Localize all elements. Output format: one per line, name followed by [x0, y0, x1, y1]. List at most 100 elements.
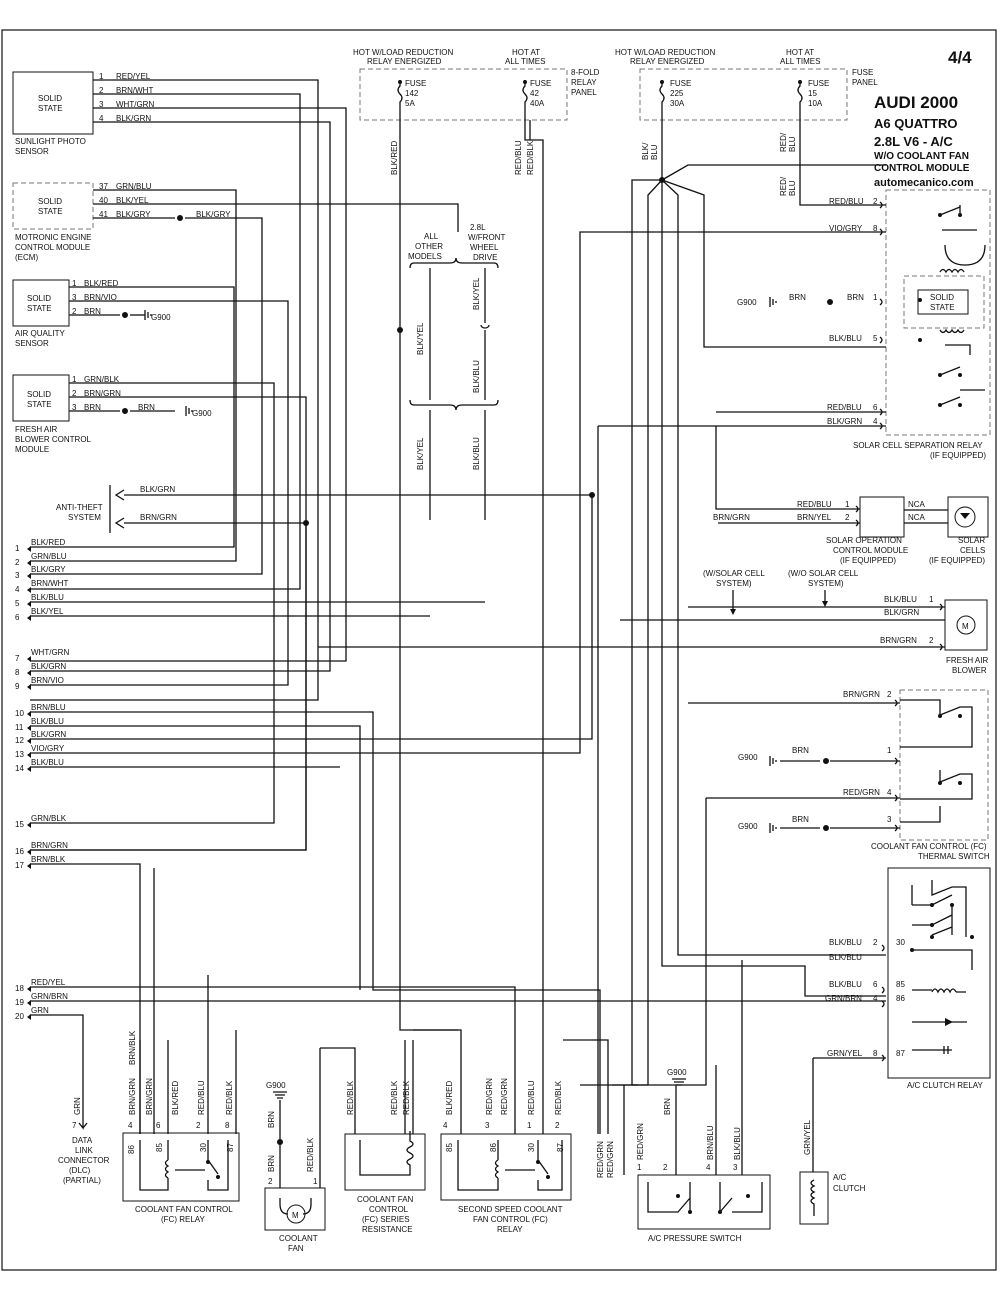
solar-cell-icon [954, 506, 976, 528]
ac-pressure-switch-name: A/C PRESSURE SWITCH [648, 1234, 742, 1243]
connector-mark [894, 757, 898, 765]
fuse-panel: HOT W/LOAD REDUCTION RELAY ENERGIZED HOT… [615, 48, 878, 121]
terminal-number: 85 [896, 980, 905, 989]
fresh-air-module-box [12, 374, 70, 422]
fuse-225-label: FUSE [670, 79, 691, 88]
pin-number: 2 [845, 513, 850, 522]
fuse-out-c2-label: BLU [788, 180, 797, 196]
connector-mark [881, 944, 885, 952]
title-model: A6 QUATTRO [874, 116, 958, 131]
pin-number: 6 [873, 980, 878, 989]
ecm-inner-1: SOLID [38, 197, 62, 206]
wire-label: BRN [789, 293, 806, 302]
fresh-air-blower-control-module: SOLID STATE FRESH AIR BLOWER CONTROL MOD… [12, 374, 212, 454]
wire-label: BRN [663, 1098, 672, 1115]
wire-label: GRN/BLU [116, 182, 152, 191]
anti-theft-name-1: ANTI-THEFT [56, 503, 103, 512]
wire [30, 396, 307, 851]
pin-number: 1 [99, 72, 104, 81]
wire-label: GRN/YEL [827, 1049, 863, 1058]
terminal-number: 85 [155, 1143, 164, 1152]
connector-mark [881, 986, 885, 994]
pin-number: 8 [873, 1049, 878, 1058]
wire-label: BLK/RED [171, 1081, 180, 1115]
aq-name-2: SENSOR [15, 339, 49, 348]
ground-label: G900 [266, 1081, 286, 1090]
wire-label: GRN/BLK [84, 375, 120, 384]
anti-theft-arrow-icon [114, 489, 125, 501]
ecm-name-2: CONTROL MODULE [15, 243, 90, 252]
wire [30, 382, 275, 824]
connector-mark [881, 1000, 885, 1008]
panel-output-labels: BLK/RED RED/BLU RED/BLK BLK/ BLU RED/ BL… [390, 132, 797, 196]
wire-label: RED/YEL [116, 72, 151, 81]
splice-dot [823, 825, 829, 831]
relay-out-b2-label: RED/BLK [526, 140, 535, 175]
wire [30, 79, 319, 701]
splice-dot [823, 758, 829, 764]
fuse-panel-name-1: FUSE [852, 68, 873, 77]
ecm-name-1: MOTRONIC ENGINE [15, 233, 91, 242]
solar-module-name-3: (IF EQUIPPED) [840, 556, 896, 565]
wire-label: BRN [84, 403, 101, 412]
anti-theft-arrow-icon [114, 517, 125, 529]
splice-dot [303, 520, 309, 526]
relay-out-a-label: BLK/RED [390, 141, 399, 175]
ground-icon [769, 297, 777, 307]
fuse-42-rating: 40A [530, 99, 545, 108]
connector-pin-number: 6 [15, 613, 20, 622]
wire-harness [30, 79, 945, 1188]
ground-icon [273, 1091, 287, 1099]
fuse-42-symbol [522, 80, 528, 120]
pin-number: 4 [443, 1121, 448, 1130]
fam-name-1: FRESH AIR [15, 425, 57, 434]
connector-wire-label: GRN/BRN [31, 992, 68, 1001]
split-left-2: OTHER [415, 242, 443, 251]
relay-panel-outline [359, 68, 568, 121]
wire-label: BRN [267, 1111, 276, 1128]
wire [30, 523, 307, 851]
connector-wire-label: WHT/GRN [31, 648, 69, 657]
splice-dot [122, 408, 128, 414]
connector-mark [894, 699, 898, 707]
fuse-out-a1-label: BLK/ [641, 142, 650, 160]
terminal-number: 85 [445, 1143, 454, 1152]
pin-number: 1 [845, 500, 850, 509]
series-resistance-name-2: CONTROL [369, 1205, 409, 1214]
pin-number: 3 [887, 815, 892, 824]
wire [30, 711, 601, 1134]
wire [563, 1039, 609, 1134]
terminal-number: 86 [489, 1143, 498, 1152]
pin-number: 4 [706, 1163, 711, 1172]
wire [661, 179, 886, 956]
connector-pin-number: 2 [15, 558, 20, 567]
second-speed-relay-name-3: RELAY [497, 1225, 523, 1234]
sunlight-sensor-inner-1: SOLID [38, 94, 62, 103]
relay-panel-label-left-1: HOT W/LOAD REDUCTION [353, 48, 454, 57]
terminal-number: 30 [199, 1143, 208, 1152]
aq-name-1: AIR QUALITY [15, 329, 65, 338]
wire-label: BRN/BLU [706, 1125, 715, 1160]
wire-label: RED/GRN [596, 1141, 605, 1178]
relay-panel: HOT W/LOAD REDUCTION RELAY ENERGIZED HOT… [353, 48, 600, 121]
dlc-name-3: CONNECTOR [58, 1156, 110, 1165]
ground-label: G900 [738, 822, 758, 831]
fuse-panel-label-left-1: HOT W/LOAD REDUCTION [615, 48, 716, 57]
nca-label: NCA [908, 513, 926, 522]
ac-clutch-relay-box [887, 867, 991, 1079]
coolant-fan: M COOLANT FAN G900 BRN 2 BRN 1 RED/BLK [264, 1081, 326, 1253]
connector-pin-number: 18 [15, 984, 24, 993]
wire [612, 798, 707, 1086]
wire [30, 300, 289, 686]
wire-label: BLK/YEL [416, 437, 425, 470]
wire [661, 179, 886, 348]
connector-pin-number: 5 [15, 599, 20, 608]
pin-number: 6 [873, 403, 878, 412]
solar-module-name-2: CONTROL MODULE [833, 546, 908, 555]
wire [320, 1047, 356, 1134]
connector-wire-label: GRN [31, 1006, 49, 1015]
series-resistance-name-1: COOLANT FAN [357, 1195, 414, 1204]
page-number: 4/4 [948, 48, 972, 67]
sunlight-sensor-name-2: SENSOR [15, 147, 49, 156]
split-left-3: MODELS [408, 252, 442, 261]
